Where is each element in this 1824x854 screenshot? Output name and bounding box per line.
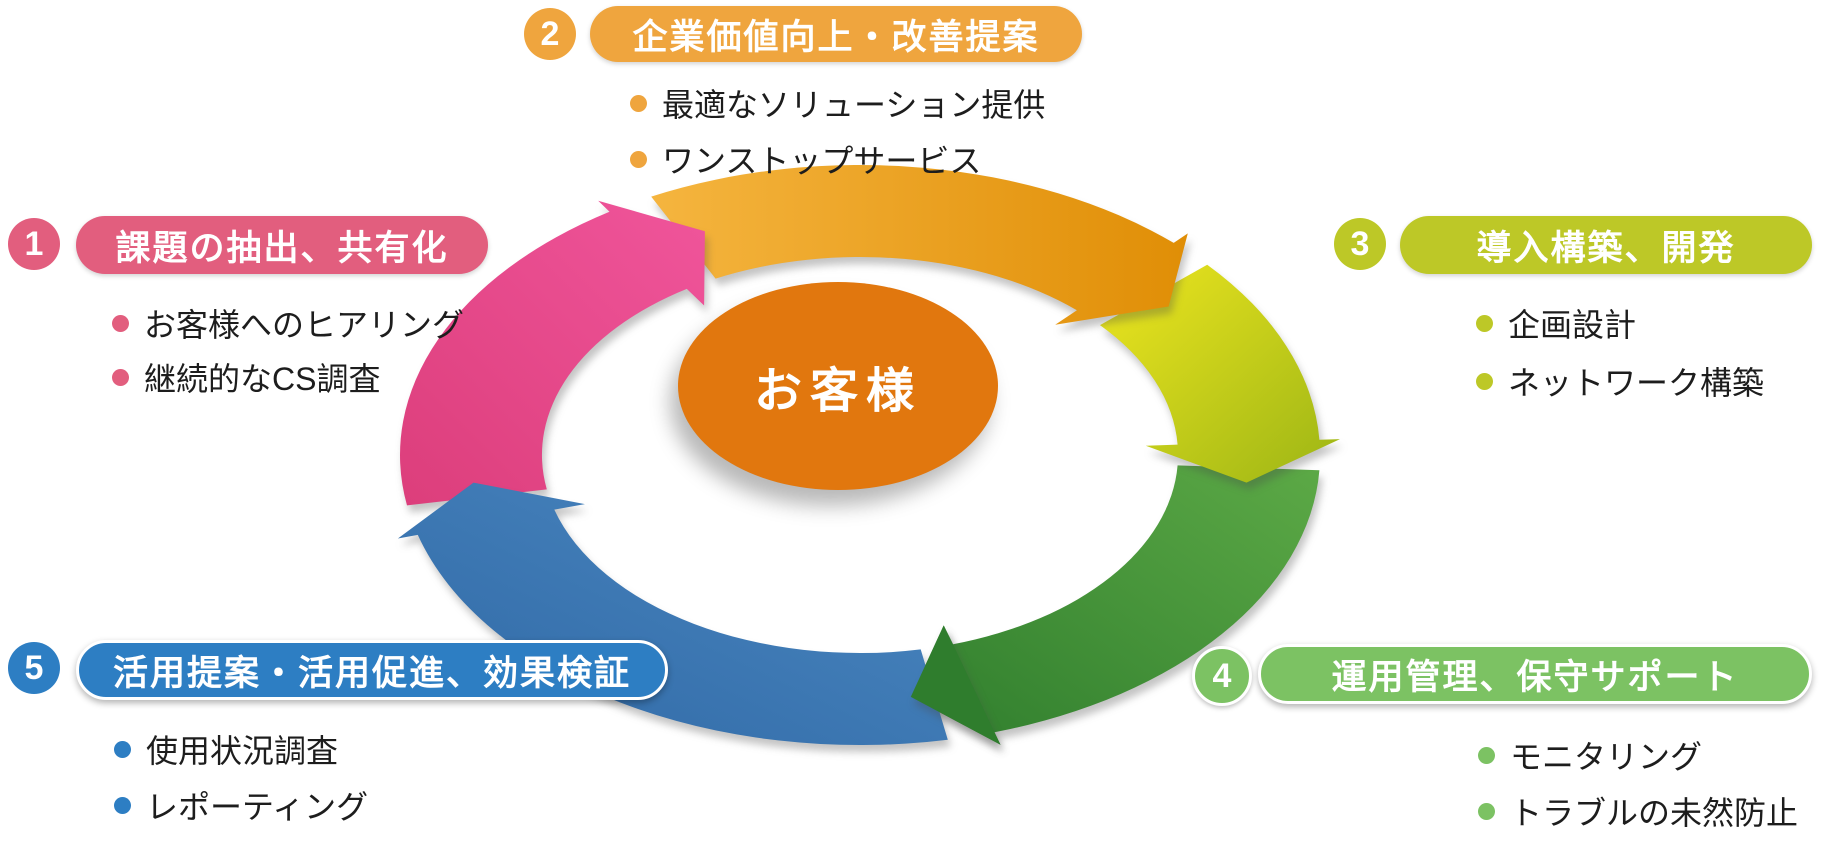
stage-4-bullet-2: トラブルの未然防止	[1478, 788, 1798, 834]
stage-4-title-pill: 運用管理、保守サポート	[1258, 644, 1812, 704]
stage-5-bullet-1-label: 使用状況調査	[146, 733, 339, 769]
stage-2-bullet-2-label: ワンストップサービス	[662, 143, 982, 179]
stage-3-bullet-2-label: ネットワーク構築	[1508, 365, 1765, 401]
stage-5-bullet-2: レポーティング	[114, 782, 368, 828]
bullet-dot-icon	[1476, 372, 1493, 390]
ring-segment-3	[1100, 264, 1340, 483]
ring-segment-2	[651, 165, 1188, 325]
ring-segment-4	[910, 465, 1320, 745]
stage-4-bullet-1-label: モニタリング	[1510, 739, 1703, 775]
stage-4-badge: 4	[1192, 646, 1252, 706]
center-customer-ellipse: お客様	[678, 282, 998, 490]
bullet-dot-icon	[114, 796, 131, 814]
stage-5-badge: 5	[8, 642, 60, 694]
stage-3-badge: 3	[1334, 218, 1386, 270]
bullet-dot-icon	[1478, 746, 1495, 764]
stage-2-bullet-1: 最適なソリューション提供	[630, 80, 1045, 126]
stage-1-badge: 1	[8, 218, 60, 270]
bullet-dot-icon	[630, 150, 647, 168]
stage-4-bullet-2-label: トラブルの未然防止	[1510, 795, 1799, 831]
stage-2-badge: 2	[524, 8, 576, 60]
stage-2-bullet-2: ワンストップサービス	[630, 136, 981, 182]
ring-segment-1	[400, 200, 705, 506]
stage-1-bullet-2-label: 継続的なCS調査	[144, 361, 381, 397]
stage-3-bullet-2: ネットワーク構築	[1476, 358, 1764, 404]
stage-1-bullet-2: 継続的なCS調査	[112, 354, 380, 400]
stage-3-bullet-1-label: 企画設計	[1508, 307, 1637, 343]
stage-5-bullet-1: 使用状況調査	[114, 726, 338, 772]
stage-2-bullet-1-label: 最適なソリューション提供	[662, 87, 1046, 123]
bullet-dot-icon	[112, 368, 129, 386]
stage-5-title-pill: 活用提案・活用促進、効果検証	[76, 640, 668, 700]
ring-segment-4-arrow-tip	[910, 625, 1001, 745]
bullet-dot-icon	[114, 740, 131, 758]
bullet-dot-icon	[630, 94, 647, 112]
stage-1-title-pill: 課題の抽出、共有化	[76, 216, 488, 274]
bullet-dot-icon	[112, 314, 129, 332]
stage-1-bullet-1: お客様へのヒアリング	[112, 300, 464, 346]
stage-3-bullet-1: 企画設計	[1476, 300, 1636, 346]
stage-3-title-pill: 導入構築、開発	[1400, 216, 1812, 274]
stage-2-title-pill: 企業価値向上・改善提案	[590, 6, 1082, 62]
ring-segment-5	[397, 482, 948, 746]
bullet-dot-icon	[1476, 314, 1493, 332]
stage-5-bullet-2-label: レポーティング	[146, 789, 369, 825]
stage-4-bullet-1: モニタリング	[1478, 732, 1702, 778]
stage-1-bullet-1-label: お客様へのヒアリング	[144, 307, 465, 343]
bullet-dot-icon	[1478, 802, 1495, 820]
